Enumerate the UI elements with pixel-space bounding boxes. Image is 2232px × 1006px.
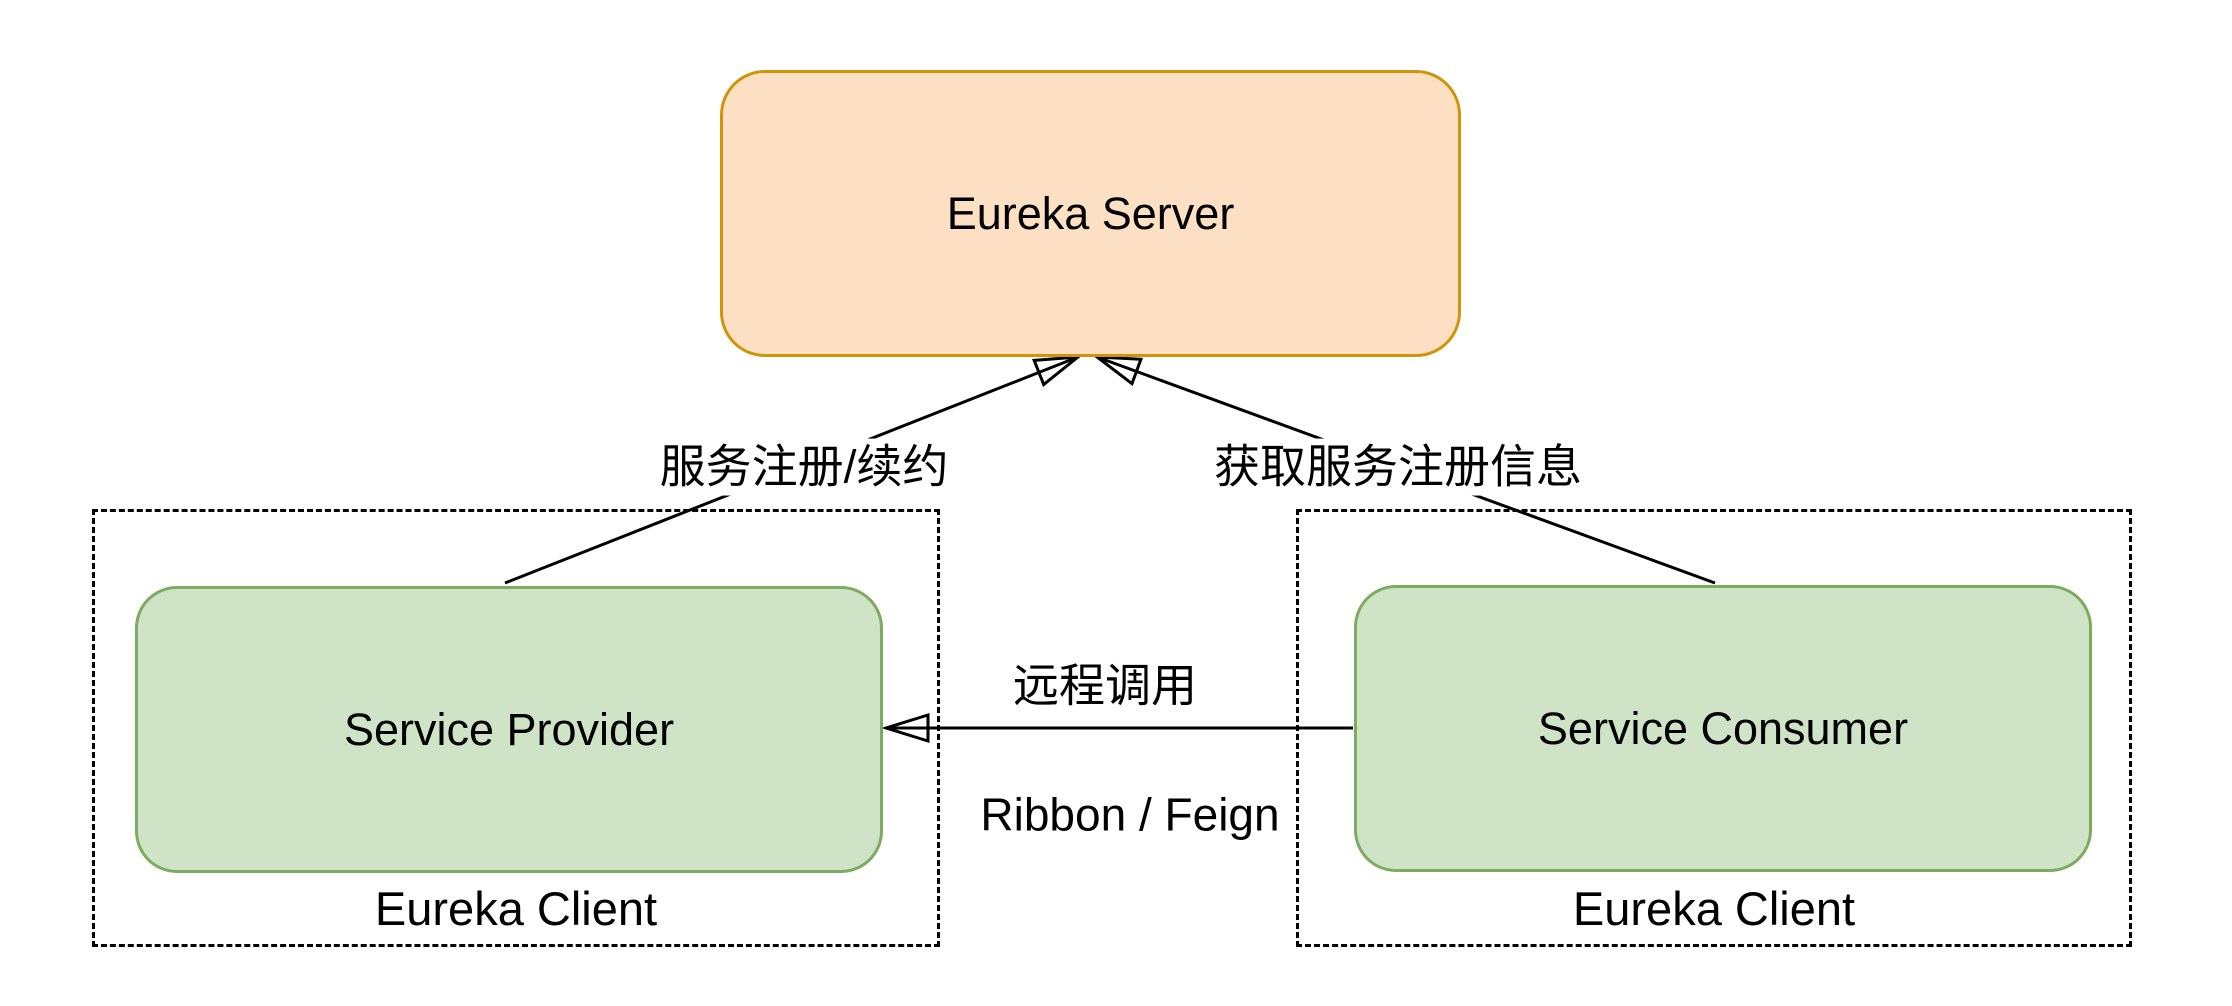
eureka-client-right-group: Service Consumer Eureka Client [1296, 509, 2132, 947]
service-provider-label: Service Provider [343, 703, 675, 755]
eureka-client-left-label: Eureka Client [374, 881, 658, 935]
service-consumer-node: Service Consumer [1354, 585, 2092, 872]
fetch-registry-edge-label: 获取服务注册信息 [1204, 438, 1592, 496]
remote-call-edge-label: 远程调用 [1003, 657, 1207, 715]
eureka-client-left-group: Service Provider Eureka Client [92, 509, 940, 947]
remote-call-edge-sublabel: Ribbon / Feign [970, 786, 1290, 844]
eureka-server-label: Eureka Server [946, 187, 1235, 239]
eureka-client-right-label: Eureka Client [1572, 881, 1856, 935]
eureka-server-node: Eureka Server [720, 70, 1461, 357]
service-consumer-label: Service Consumer [1537, 702, 1909, 754]
register-edge-label: 服务注册/续约 [649, 438, 959, 496]
service-provider-node: Service Provider [135, 586, 883, 873]
